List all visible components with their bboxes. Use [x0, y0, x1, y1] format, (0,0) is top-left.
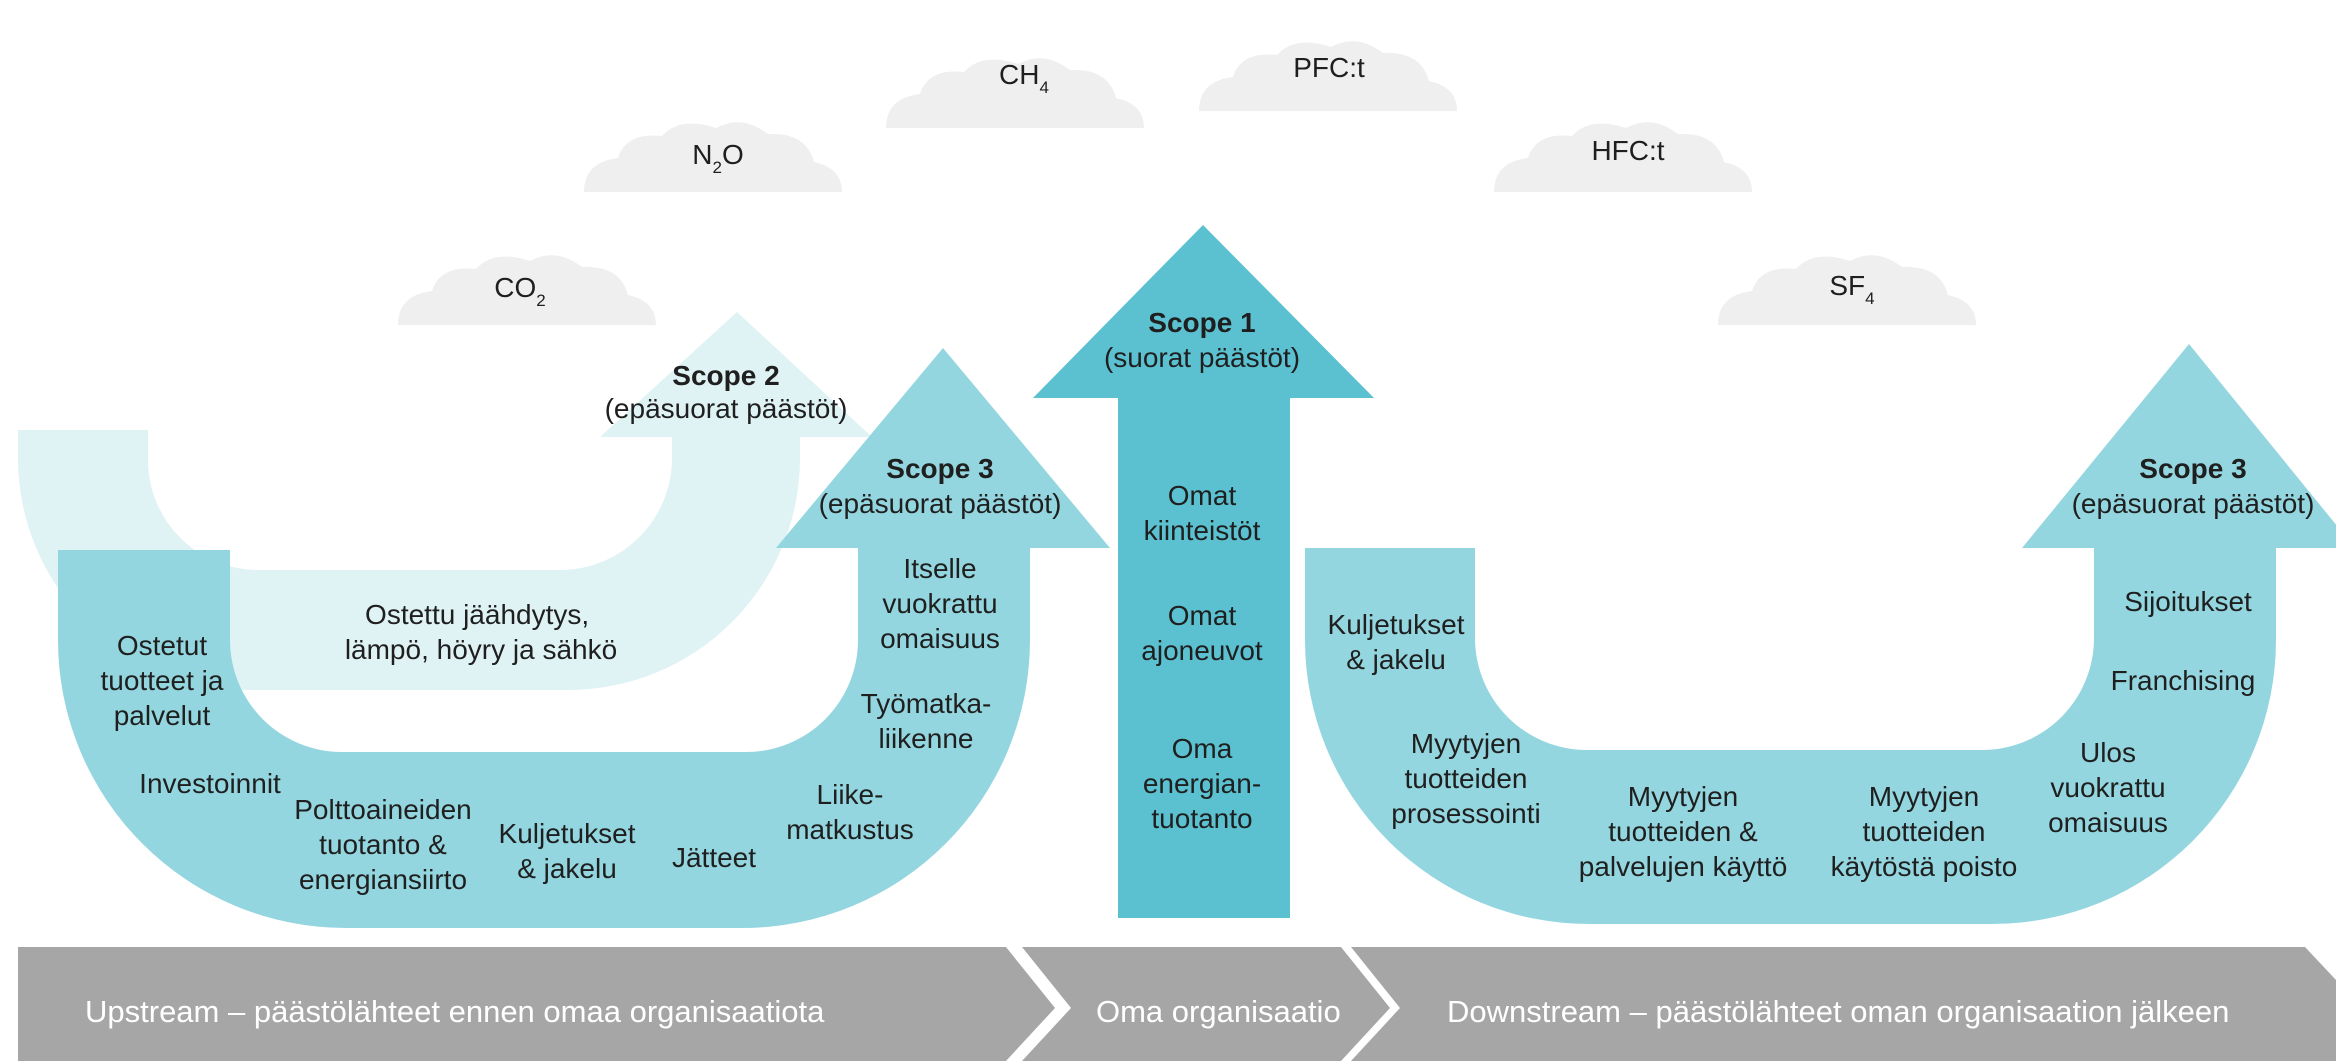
chevron-own-organisation	[1022, 947, 1390, 1061]
scope1-title: Scope 1	[1148, 307, 1255, 338]
scope3-down-title: Scope 3	[2139, 453, 2246, 484]
cloud-sf4: SF4	[1718, 255, 1976, 325]
scope3-upstream-arrow: Scope 3 (epäsuorat päästöt) Ostettu jääh…	[58, 348, 1110, 928]
chevron-upstream	[18, 947, 1055, 1061]
chevron-upstream-label: Upstream – päästölähteet ennen omaa orga…	[85, 994, 825, 1029]
scope2-title: Scope 2	[672, 360, 779, 391]
svg-text:CO2: CO2	[494, 272, 545, 310]
scope3-up-item-7: Työmatka-liikenne	[861, 688, 992, 754]
scope3-up-subtitle: (epäsuorat päästöt)	[819, 488, 1062, 519]
chevron-downstream-label: Downstream – päästölähteet oman organisa…	[1447, 994, 2229, 1029]
scope1-shape	[1033, 225, 1374, 918]
scope3-up-title: Scope 3	[886, 453, 993, 484]
svg-text:CH4: CH4	[999, 59, 1049, 97]
value-chain-bar: Upstream – päästölähteet ennen omaa orga…	[18, 947, 2336, 1061]
scope3-downstream-arrow: Scope 3 (epäsuorat päästöt) Kuljetukset&…	[1305, 344, 2336, 924]
scope3-down-item-6: Franchising	[2111, 665, 2256, 696]
scope2-item: Ostettu jäähdytys, lämpö, höyry ja sähkö	[345, 599, 617, 665]
svg-text:PFC:t: PFC:t	[1293, 52, 1365, 83]
cloud-n2o: N2O	[584, 122, 842, 192]
chevron-own-organisation-label: Oma organisaatio	[1096, 994, 1341, 1029]
scope3-down-item-7: Sijoitukset	[2124, 586, 2252, 617]
chevron-downstream	[1351, 947, 2336, 1061]
scope3-up-item-4: Kuljetukset& jakelu	[499, 818, 636, 884]
svg-text:SF4: SF4	[1829, 270, 1874, 308]
scope1-subtitle: (suorat päästöt)	[1104, 342, 1300, 373]
scope3-up-item-5: Jätteet	[672, 842, 756, 873]
cloud-hfc: HFC:t	[1494, 122, 1752, 192]
scope2-u-shape	[18, 312, 872, 690]
scope3-up-item-6: Liike-matkustus	[786, 779, 914, 845]
scope2-subtitle: (epäsuorat päästöt)	[605, 393, 848, 424]
cloud-pfc: PFC:t	[1199, 41, 1457, 112]
cloud-co2: CO2	[398, 255, 656, 325]
scope3-down-subtitle: (epäsuorat päästöt)	[2072, 488, 2315, 519]
scope2-arrow: Scope 2 (epäsuorat päästöt)	[18, 312, 872, 690]
scope3-down-u-shape	[1305, 344, 2336, 924]
gas-clouds: CO2 N2O CH4 PFC:t HFC:t SF4	[398, 41, 1976, 325]
svg-text:N2O: N2O	[692, 139, 743, 177]
scope3-up-item-2: Investoinnit	[139, 768, 281, 799]
scope3-up-u-shape	[58, 348, 1110, 928]
cloud-ch4: CH4	[886, 58, 1144, 129]
scope3-down-item-1: Kuljetukset& jakelu	[1328, 609, 1465, 675]
svg-text:HFC:t: HFC:t	[1591, 135, 1664, 166]
